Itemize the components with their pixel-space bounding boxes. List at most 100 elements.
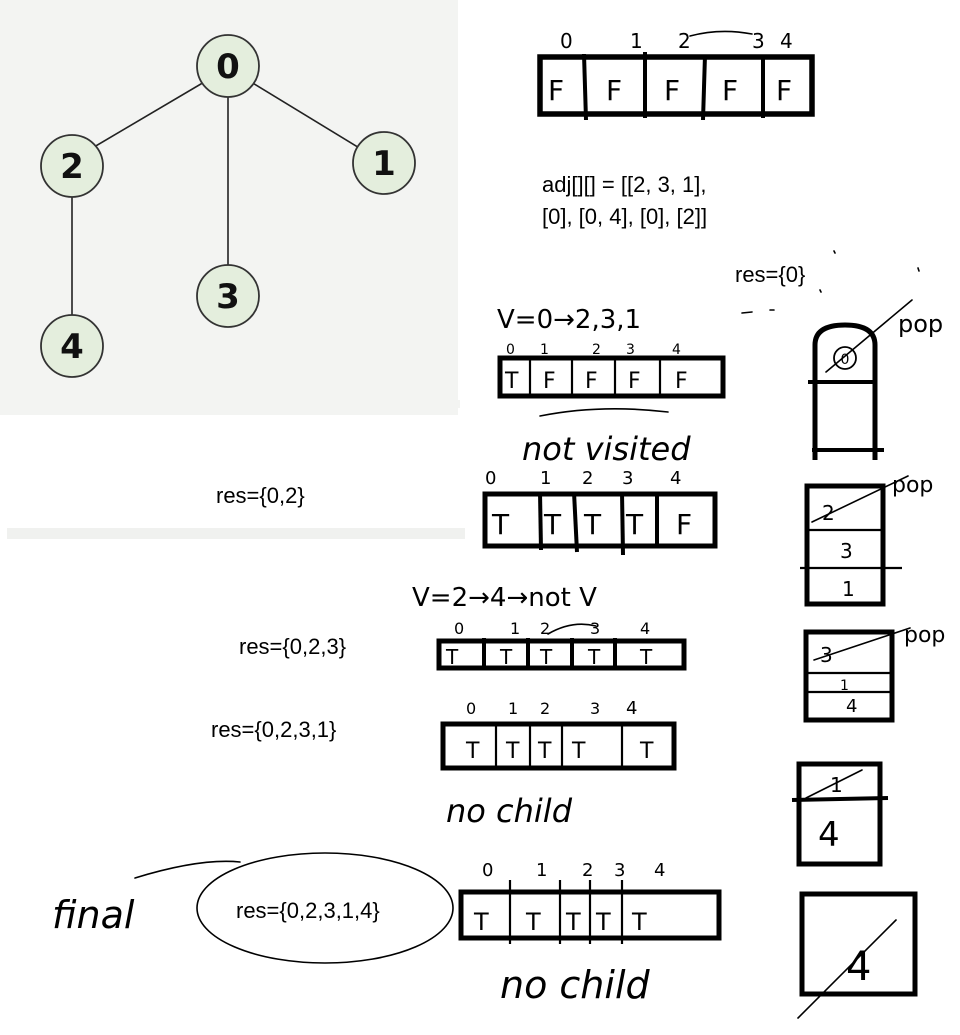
cell-value: T (491, 508, 510, 541)
stack-item: 4 (846, 944, 871, 990)
stack-divider (791, 796, 889, 802)
cell-value: T (571, 739, 586, 764)
cell-value: T (639, 645, 653, 669)
node-0: 0 (196, 34, 260, 98)
stack-step2: 2 3 1 pop (800, 473, 933, 607)
final-result-ellipse (196, 852, 454, 964)
annotation-no-child-1: no child (446, 792, 573, 830)
index-label: 2 (582, 468, 593, 489)
stack-item: 4 (846, 696, 857, 717)
cell-value: F (776, 74, 792, 107)
stack-item: 1 (830, 773, 843, 797)
node-1-label: 1 (372, 144, 396, 184)
stack-outline (803, 629, 895, 723)
index-label: 4 (626, 698, 637, 719)
array-box (440, 721, 677, 771)
array-divider (582, 53, 588, 121)
node-3-label: 3 (216, 277, 240, 317)
cell-value: T (504, 369, 519, 394)
cell-value: T (525, 908, 541, 936)
cell-value: F (543, 369, 556, 394)
annotation-final: final (52, 893, 135, 937)
index-label: 3 (614, 860, 625, 881)
index-label: 3 (622, 468, 633, 489)
pop-label: pop (898, 310, 943, 338)
pop-label: pop (892, 473, 933, 498)
index-label: 4 (672, 342, 681, 358)
annotation-no-child-2: no child (500, 963, 651, 1007)
stack-item: 3 (820, 643, 833, 667)
visited-array-step2: 0 1 2 3 4 T T T T F (482, 468, 718, 556)
result-final: res={0,2,3,1,4} (236, 898, 380, 923)
stack-item: 4 (818, 815, 840, 855)
cell-value: F (722, 74, 738, 107)
node-4: 4 (40, 314, 104, 378)
array-divider (620, 491, 625, 556)
cell-value: T (465, 739, 480, 764)
index-label: 2 (540, 699, 550, 718)
cell-value: T (583, 508, 602, 541)
index-label: 3 (626, 342, 635, 358)
index-label: 3 (590, 699, 600, 718)
cell-value: F (676, 508, 692, 541)
index-label: 4 (640, 619, 650, 638)
strike-line (811, 475, 909, 523)
index-label: 3 (752, 29, 765, 53)
cell-value: T (537, 739, 552, 764)
index-label: 0 (560, 29, 573, 53)
index-label: 4 (670, 468, 681, 489)
strike-line (805, 769, 863, 799)
stack-item: 0 (841, 352, 850, 368)
adjacency-line-2: [0], [0, 4], [0], [2]] (542, 204, 707, 229)
final-underline (134, 860, 241, 879)
array-divider (538, 491, 543, 551)
cell-value: F (664, 74, 680, 107)
visited-array-step3: 0 1 2 3 4 T T T T T (436, 619, 687, 671)
strike-line (825, 299, 913, 373)
cell-value: T (543, 508, 562, 541)
cell-value: T (587, 645, 601, 669)
node-3: 3 (196, 264, 260, 328)
array-divider (701, 54, 707, 121)
cell-value: T (499, 645, 513, 669)
cell-value: T (505, 739, 520, 764)
cell-value: F (675, 369, 688, 394)
result-step-2: res={0,2,3} (239, 634, 346, 659)
index-label: 2 (582, 860, 593, 881)
stray-marks (741, 250, 920, 314)
cell-value: T (625, 508, 644, 541)
array-box (482, 491, 718, 549)
array-divider (572, 491, 579, 553)
index-label: 0 (454, 619, 464, 638)
index-label: 0 (466, 699, 476, 718)
cell-value: F (606, 74, 622, 107)
annotation-v0: V=0→2,3,1 (497, 305, 641, 335)
stack-step3: 3 1 4 pop (803, 623, 945, 723)
index-label: 0 (482, 860, 493, 881)
index-label: 2 (592, 342, 601, 358)
array-box (436, 638, 687, 671)
cell-value: T (445, 645, 459, 669)
node-4-label: 4 (60, 327, 84, 367)
node-2-label: 2 (60, 147, 84, 187)
annotation-not-visited: not visited (522, 430, 691, 468)
index-overline (689, 30, 753, 37)
index-label: 1 (540, 342, 549, 358)
result-step-1: res={0,2} (216, 483, 305, 508)
index-label: 2 (540, 619, 550, 638)
cell-value: F (548, 74, 564, 107)
stack-item: 1 (840, 678, 849, 694)
index-label: 1 (630, 29, 643, 53)
result-step-3: res={0,2,3,1} (211, 717, 336, 742)
cell-value: T (565, 908, 581, 936)
cell-value: T (639, 739, 654, 764)
node-0-label: 0 (216, 47, 240, 87)
index-label: 4 (654, 860, 665, 881)
index-label: 0 (485, 468, 496, 489)
cell-value: T (595, 908, 611, 936)
stack-final: 4 (797, 891, 918, 1019)
index-label: 1 (510, 619, 520, 638)
index-label: 1 (508, 699, 518, 718)
divider-bar (7, 528, 465, 539)
index-label: 2 (678, 29, 691, 53)
